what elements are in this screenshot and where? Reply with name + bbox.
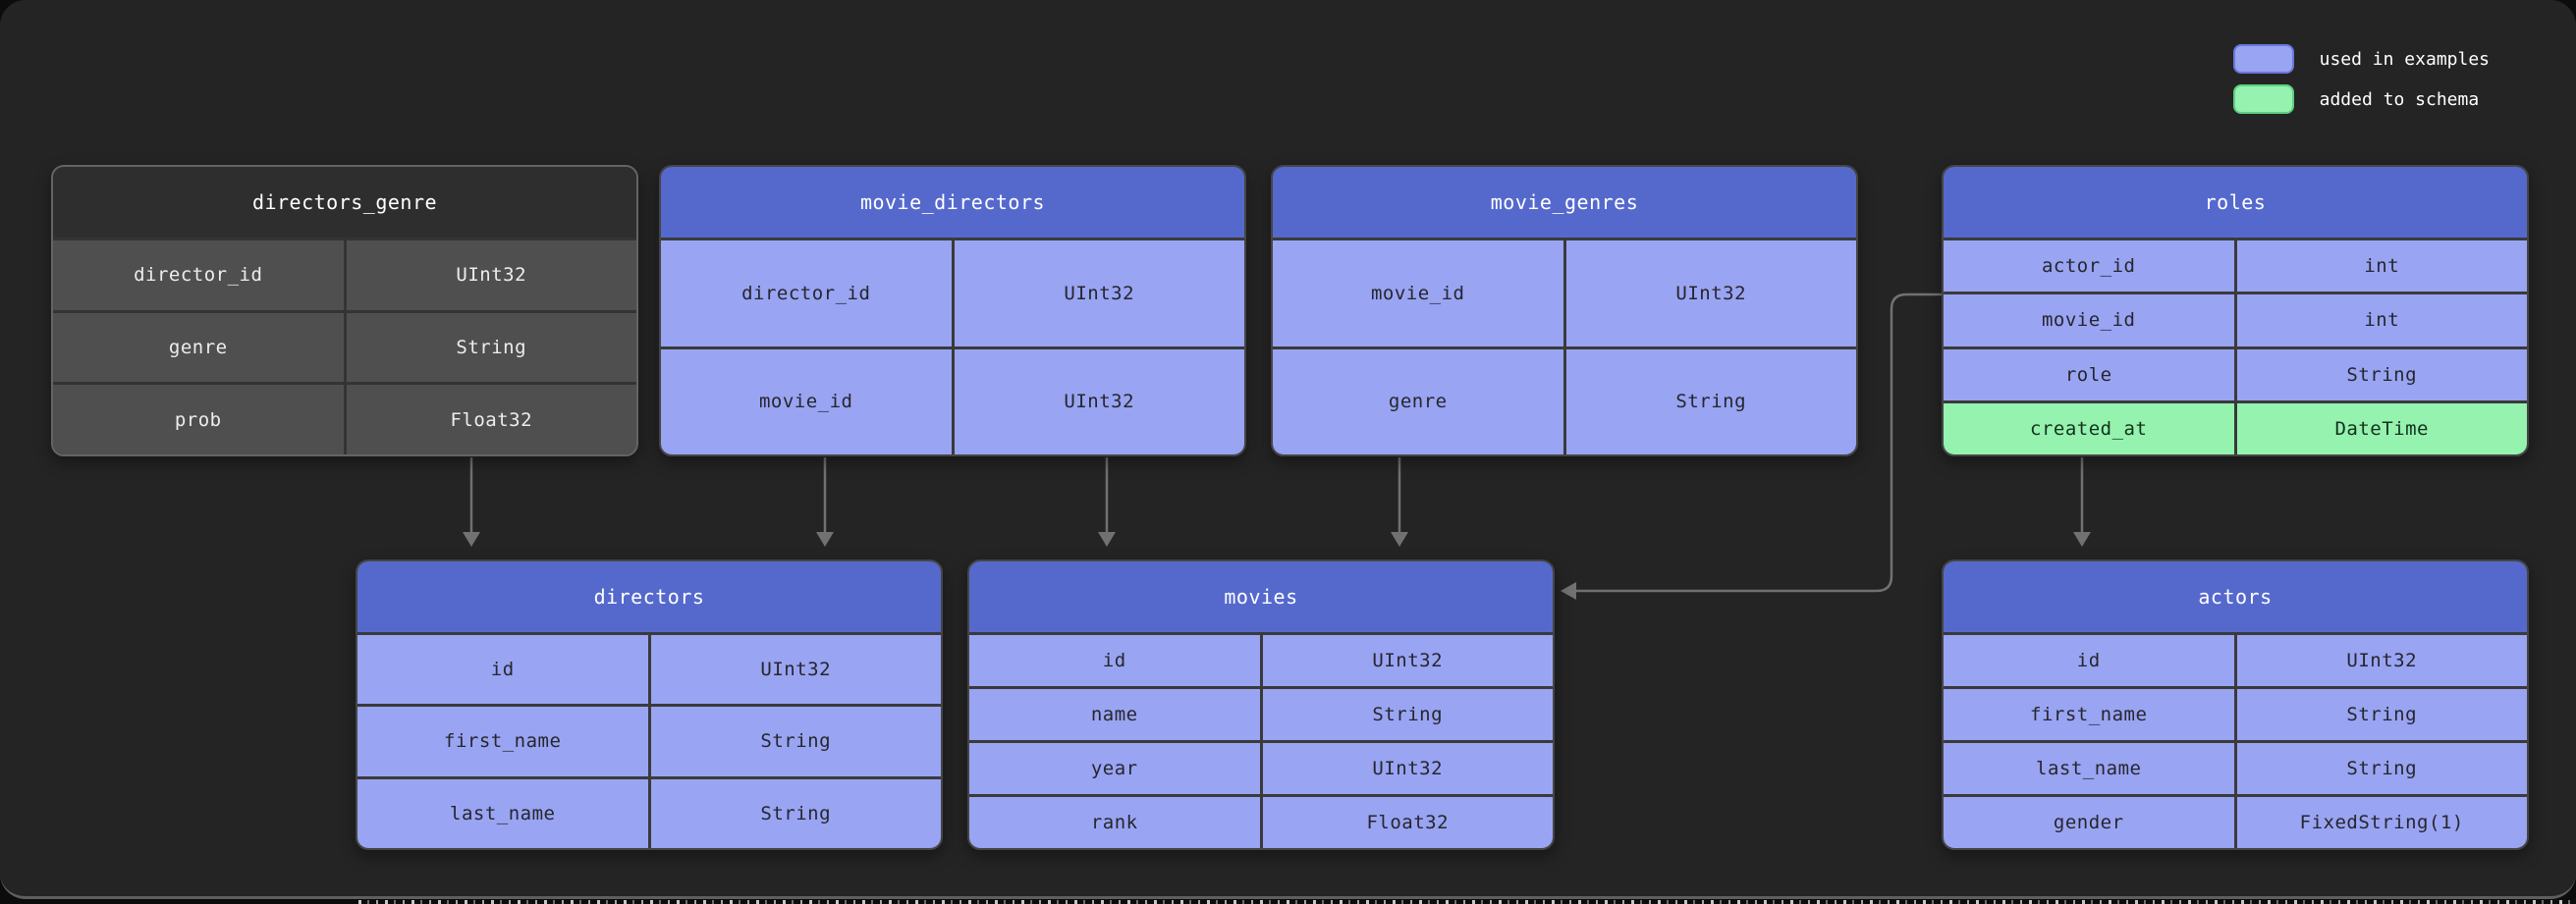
field-type-cell: String (2236, 348, 2527, 400)
table-row: role String (1944, 348, 2527, 400)
field-type-cell: UInt32 (346, 240, 636, 310)
table-movie-genres: movie_genres movie_id UInt32 genre Strin… (1271, 165, 1858, 456)
table-directors: directors id UInt32 first_name String la… (356, 559, 943, 850)
table-row: last_name String (1944, 743, 2527, 794)
table-movies: movies id UInt32 name String year UInt32… (967, 559, 1555, 850)
table-title: movies (969, 561, 1553, 632)
table-row: id UInt32 (969, 635, 1553, 686)
table-row: prob Float32 (53, 385, 636, 454)
field-type-cell: UInt32 (954, 240, 1244, 346)
table-row: year UInt32 (969, 743, 1553, 794)
table-row-added-to-schema: created_at DateTime (1944, 402, 2527, 454)
field-type-cell: FixedString(1) (2236, 797, 2527, 848)
table-movie-directors: movie_directors director_id UInt32 movie… (659, 165, 1246, 456)
table-row: id UInt32 (357, 635, 941, 705)
arrowhead-down-icon (2073, 532, 2091, 547)
field-type-cell: String (650, 778, 941, 848)
table-row: director_id UInt32 (53, 240, 636, 310)
table-title: movie_directors (661, 167, 1244, 238)
legend-label: used in examples (2319, 48, 2490, 70)
field-name-cell: id (969, 635, 1260, 686)
legend-item-added-to-schema: added to schema (2232, 84, 2490, 114)
table-row: director_id UInt32 (661, 240, 1244, 346)
field-type-cell: String (1565, 348, 1856, 454)
field-name-cell: movie_id (661, 348, 952, 454)
table-title: roles (1944, 167, 2527, 238)
field-type-cell: String (650, 707, 941, 776)
field-type-cell: Float32 (346, 385, 636, 454)
table-row: name String (969, 689, 1553, 740)
field-name-cell: id (357, 635, 648, 705)
field-name-cell: genre (1273, 348, 1563, 454)
field-type-cell: UInt32 (1565, 240, 1856, 346)
field-type-cell: int (2236, 240, 2527, 292)
field-name-cell: first_name (1944, 689, 2234, 740)
table-title: directors (357, 561, 941, 632)
background-window-edge-noise (358, 900, 2574, 904)
table-row: first_name String (357, 707, 941, 776)
table-row: movie_id UInt32 (1273, 240, 1856, 346)
table-row: genre String (53, 312, 636, 383)
field-type-cell: UInt32 (1262, 743, 1553, 794)
table-row: id UInt32 (1944, 635, 2527, 686)
field-type-cell: int (2236, 294, 2527, 346)
table-row: first_name String (1944, 689, 2527, 740)
field-type-cell: String (1262, 689, 1553, 740)
table-title: directors_genre (53, 167, 636, 238)
field-type-cell: UInt32 (650, 635, 941, 705)
arrowhead-down-icon (1391, 532, 1408, 547)
field-type-cell: String (2236, 743, 2527, 794)
field-name-cell: rank (969, 797, 1260, 848)
table-row: movie_id int (1944, 294, 2527, 346)
field-name-cell: gender (1944, 797, 2234, 848)
arrowhead-down-icon (463, 532, 480, 547)
field-name-cell: year (969, 743, 1260, 794)
table-row: actor_id int (1944, 240, 2527, 292)
table-actors: actors id UInt32 first_name String last_… (1942, 559, 2529, 850)
table-row: movie_id UInt32 (661, 348, 1244, 454)
legend: used in examples added to schema (2232, 44, 2490, 114)
field-type-cell: String (346, 312, 636, 383)
legend-swatch-green (2232, 84, 2294, 114)
field-type-cell: UInt32 (954, 348, 1244, 454)
table-row: genre String (1273, 348, 1856, 454)
table-roles: roles actor_id int movie_id int role Str… (1942, 165, 2529, 456)
field-type-cell: UInt32 (1262, 635, 1553, 686)
field-name-cell: movie_id (1273, 240, 1563, 346)
field-name-cell: last_name (1944, 743, 2234, 794)
field-name-cell: prob (53, 385, 344, 454)
field-name-cell: first_name (357, 707, 648, 776)
edge-roles-movies (1575, 292, 1942, 593)
legend-item-used-in-examples: used in examples (2232, 44, 2490, 74)
field-type-cell: UInt32 (2236, 635, 2527, 686)
field-name-cell: name (969, 689, 1260, 740)
field-type-cell: String (2236, 689, 2527, 740)
table-row: rank Float32 (969, 797, 1553, 848)
arrowhead-left-icon (1561, 582, 1576, 600)
field-name-cell: movie_id (1944, 294, 2234, 346)
table-row: gender FixedString(1) (1944, 797, 2527, 848)
table-title: movie_genres (1273, 167, 1856, 238)
arrowhead-down-icon (1098, 532, 1116, 547)
field-name-cell: director_id (661, 240, 952, 346)
field-type-cell: Float32 (1262, 797, 1553, 848)
arrowhead-down-icon (816, 532, 834, 547)
field-name-cell: actor_id (1944, 240, 2234, 292)
field-name-cell: created_at (1944, 402, 2234, 454)
field-name-cell: role (1944, 348, 2234, 400)
legend-label: added to schema (2319, 88, 2480, 110)
table-title: actors (1944, 561, 2527, 632)
field-name-cell: director_id (53, 240, 344, 310)
field-name-cell: genre (53, 312, 344, 383)
field-name-cell: id (1944, 635, 2234, 686)
legend-swatch-blue (2232, 44, 2294, 74)
table-row: last_name String (357, 778, 941, 848)
field-name-cell: last_name (357, 778, 648, 848)
field-type-cell: DateTime (2236, 402, 2527, 454)
table-directors-genre: directors_genre director_id UInt32 genre… (51, 165, 638, 456)
